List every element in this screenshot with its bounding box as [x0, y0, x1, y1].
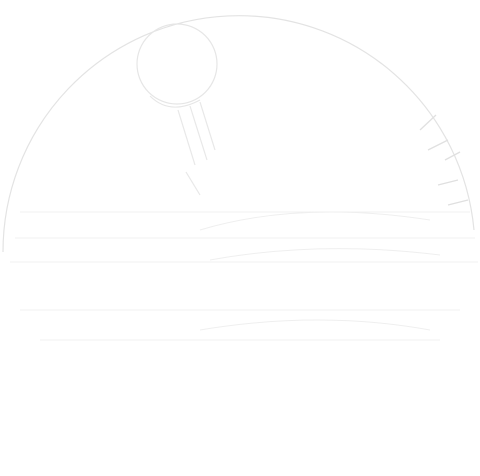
round-knob-icon [136, 23, 218, 108]
tick-marks [419, 114, 469, 206]
circle-outline [2, 15, 475, 253]
stem-lines [177, 101, 216, 196]
band-lines [10, 211, 478, 341]
inner-arcs [199, 211, 441, 331]
